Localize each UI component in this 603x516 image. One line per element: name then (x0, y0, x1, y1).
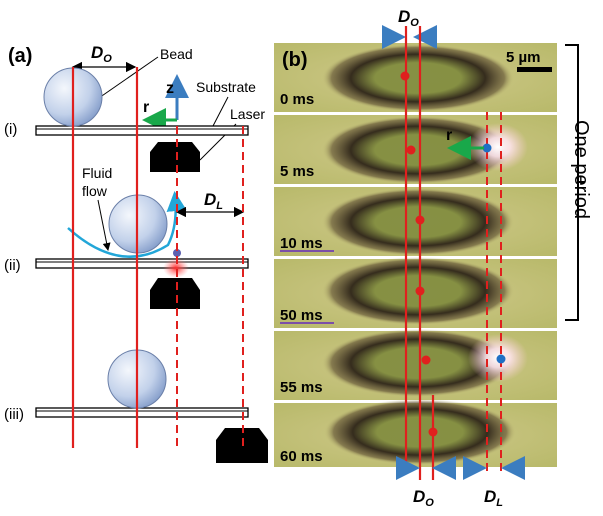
laser-position-dot (496, 354, 506, 364)
r-direction-label: r (446, 127, 452, 144)
frame-2: 5 ms (274, 115, 557, 184)
laser-label: Laser (230, 106, 265, 122)
substrate-ii (35, 258, 249, 269)
step-iii-label: (iii) (4, 406, 24, 423)
dl-label-a: DL (204, 190, 223, 212)
bead-center-dot (428, 427, 438, 437)
bead-pointer (95, 56, 159, 101)
laser-focus-dot (173, 249, 181, 257)
fluid-flow-arrow (67, 191, 187, 258)
frame-time-label: 0 ms (280, 91, 314, 108)
bead-label: Bead (160, 46, 193, 62)
bead-center-dot (421, 355, 431, 365)
r-axis-label: r (143, 99, 149, 116)
fluid-label-line2: flow (82, 183, 108, 199)
one-period-label: One period (570, 120, 592, 219)
frame-3: 10 ms (274, 187, 557, 256)
panel-b-label: (b) (282, 49, 308, 71)
substrate-iii (35, 407, 249, 418)
bead-center-dot (406, 145, 416, 155)
laser-i (150, 142, 200, 172)
scale-bar-label: 5 µm (506, 49, 541, 66)
do-label-b-top: DO (398, 7, 419, 29)
frame-time-label: 10 ms (280, 235, 323, 252)
frame-time-label: 60 ms (280, 448, 323, 465)
substrate-label: Substrate (196, 79, 256, 95)
panel-a-label: (a) (8, 45, 32, 67)
do-label-a: DO (91, 43, 112, 65)
frame-time-label: 50 ms (280, 307, 323, 324)
laser-spot (163, 258, 189, 278)
panel-b: 0 ms 5 ms 10 ms 50 ms 55 ms (274, 7, 592, 509)
bead-center-dot (415, 215, 425, 225)
substrate-pointer (212, 96, 229, 127)
bead-center-dot (415, 286, 425, 296)
panel-a: (a) DO Bead z r Substrate Laser (i) (ii)… (4, 43, 268, 463)
frame-time-label: 5 ms (280, 163, 314, 180)
step-ii-label: (ii) (4, 257, 21, 274)
frame-time-label: 55 ms (280, 379, 323, 396)
z-axis-label: z (166, 80, 174, 97)
laser-ii (150, 278, 200, 309)
frame-5: 55 ms (274, 329, 557, 400)
step-i-label: (i) (4, 121, 17, 138)
fluid-label-line1: Fluid (82, 165, 112, 181)
do-label-b-bottom: DO (413, 487, 434, 509)
scale-bar (517, 67, 552, 72)
frame-6: 60 ms (274, 399, 557, 467)
dl-label-b-bottom: DL (484, 487, 503, 509)
frame-1: 0 ms (274, 43, 557, 112)
substrate-i (35, 125, 249, 136)
fluid-pointer (97, 199, 111, 251)
frame-4: 50 ms (274, 257, 557, 328)
bead-center-dot (400, 71, 410, 81)
laser-position-dot (482, 143, 492, 153)
